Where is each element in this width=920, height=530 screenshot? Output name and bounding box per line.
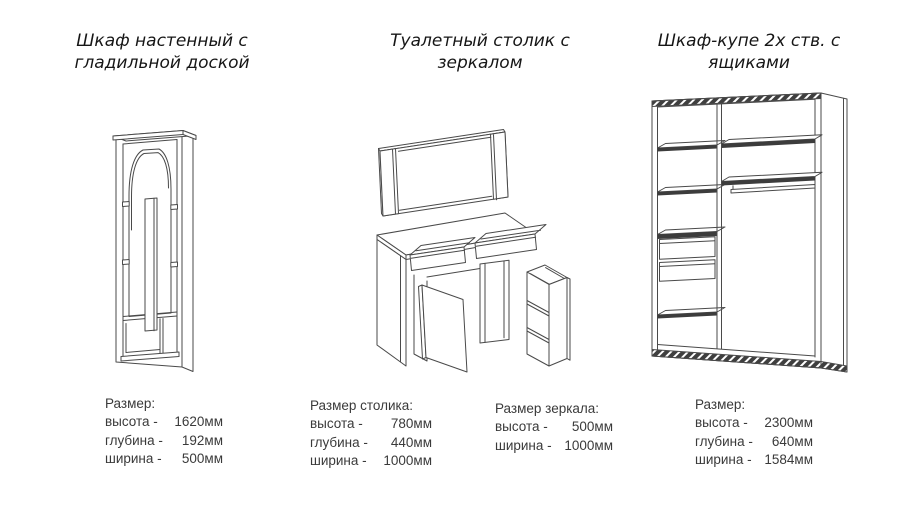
spec-label: ширина -	[105, 451, 162, 467]
spec-label: ширина -	[495, 437, 552, 453]
spec-label: высота -	[695, 415, 748, 431]
sliding-wardrobe-2-door-with-drawers-drawing	[645, 85, 885, 385]
spec-row: ширина - 1000мм	[310, 452, 432, 470]
spec-heading: Размер:	[695, 397, 746, 412]
spec-value: 192мм	[181, 432, 223, 448]
title-line: ящиками	[708, 53, 790, 73]
title-line: гладильной доской	[74, 53, 250, 73]
spec-row: высота - 780мм	[310, 415, 432, 433]
spec-row: глубина - 640мм	[695, 433, 813, 451]
spec-label: глубина -	[310, 434, 368, 450]
spec-value: 1000мм	[564, 437, 613, 453]
spec-value: 440мм	[390, 434, 432, 450]
dressing-table-with-mirror-drawing	[352, 115, 602, 385]
spec-value: 500мм	[181, 451, 223, 467]
spec-block-table: Размер столика: высота - 780мм глубина -…	[310, 397, 432, 471]
spec-row: высота - 1620мм	[105, 413, 223, 431]
spec-label: высота -	[310, 416, 363, 432]
spec-value: 640мм	[771, 433, 813, 449]
spec-block-ironing-cabinet: Размер: высота - 1620мм глубина - 192мм …	[105, 395, 223, 469]
spec-value: 500мм	[571, 419, 613, 435]
spec-label: ширина -	[695, 452, 752, 468]
spec-heading: Размер:	[105, 396, 156, 411]
spec-row: глубина - 440мм	[310, 434, 432, 452]
spec-label: высота -	[495, 419, 548, 435]
spec-value: 1000мм	[383, 453, 432, 469]
product-title-wardrobe: Шкаф-купе 2х ств. с ящиками	[619, 30, 879, 74]
title-line: Туалетный столик с	[390, 31, 570, 51]
spec-label: глубина -	[105, 432, 163, 448]
product-title-dressing-table: Туалетный столик с зеркалом	[350, 30, 610, 74]
spec-heading: Размер зеркала:	[495, 401, 600, 416]
spec-value: 1620мм	[174, 414, 223, 430]
spec-label: ширина -	[310, 453, 367, 469]
title-line: зеркалом	[437, 53, 523, 73]
product-title-ironing-cabinet: Шкаф настенный с гладильной доской	[32, 30, 292, 74]
wall-cabinet-with-ironing-board-drawing	[100, 110, 235, 395]
spec-block-wardrobe: Размер: высота - 2300мм глубина - 640мм …	[695, 396, 813, 470]
spec-label: глубина -	[695, 433, 753, 449]
spec-row: высота - 2300мм	[695, 414, 813, 432]
spec-heading: Размер столика:	[310, 398, 414, 413]
spec-block-mirror: Размер зеркала: высота - 500мм ширина - …	[495, 400, 613, 455]
spec-value: 780мм	[390, 416, 432, 432]
spec-row: ширина - 1000мм	[495, 437, 613, 455]
ironing-cabinet-svg	[112, 130, 197, 372]
dressing-table-svg	[376, 129, 571, 373]
wardrobe-svg	[651, 92, 848, 373]
spec-row: ширина - 1584мм	[695, 451, 813, 469]
spec-value: 2300мм	[764, 415, 813, 431]
title-line: Шкаф настенный с	[76, 31, 248, 51]
spec-row: глубина - 192мм	[105, 432, 223, 450]
spec-label: высота -	[105, 414, 158, 430]
spec-row: ширина - 500мм	[105, 450, 223, 468]
spec-value: 1584мм	[764, 452, 813, 468]
title-line: Шкаф-купе 2х ств. с	[657, 31, 841, 51]
spec-row: высота - 500мм	[495, 418, 613, 436]
